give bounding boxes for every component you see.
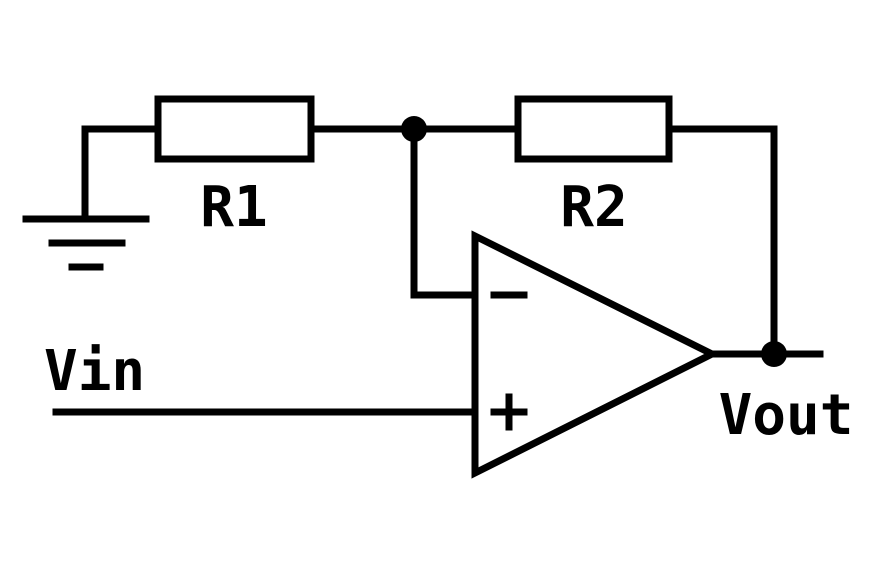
- resistor-r2: [514, 95, 673, 163]
- ground-symbol: [22, 215, 150, 271]
- wire-ground-to-r1: [81, 125, 162, 223]
- junction-dot-feedback: [401, 116, 427, 142]
- label-vout: Vout: [719, 383, 854, 448]
- op-amp-triangle: [471, 230, 720, 479]
- label-r2: R2: [560, 175, 627, 240]
- resistor-r1: [154, 95, 315, 163]
- op-amp: [471, 230, 720, 479]
- label-r1: R1: [200, 175, 267, 240]
- wire-node-to-inverting-input: [410, 125, 479, 299]
- wire-r2-to-output: [665, 125, 778, 358]
- label-vin: Vin: [44, 339, 145, 404]
- junction-dot-output: [761, 341, 787, 367]
